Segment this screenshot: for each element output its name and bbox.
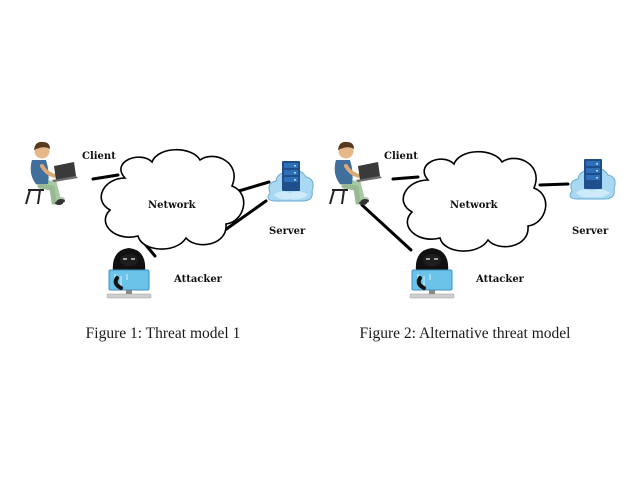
network-label: Network <box>450 200 499 211</box>
server-cloud-icon <box>569 158 616 200</box>
network-server-link-lower <box>223 199 268 232</box>
server-label: Server <box>269 226 306 237</box>
hooded-hacker-icon <box>105 246 153 300</box>
network-cloud <box>100 149 245 250</box>
client-attacker-link <box>360 203 413 252</box>
figure-2-caption: Figure 2: Alternative threat model <box>360 325 571 342</box>
client-label: Client <box>384 151 418 162</box>
figure-1-caption: Figure 1: Threat model 1 <box>86 325 241 342</box>
client-network-link <box>91 173 120 181</box>
figure-1: Client Network Server Attacker Figure 1:… <box>26 142 314 342</box>
client-network-link <box>391 175 420 181</box>
network-server-link <box>538 182 570 187</box>
attacker-label: Attacker <box>173 274 223 285</box>
attacker-label: Attacker <box>475 274 525 285</box>
figure-2: Client Network Server Attacker Figure 2:… <box>330 142 616 342</box>
server-label: Server <box>572 226 609 237</box>
server-cloud-icon <box>267 160 314 202</box>
network-cloud <box>402 151 547 252</box>
person-with-laptop-icon <box>26 142 78 205</box>
client-label: Client <box>82 151 116 162</box>
hooded-hacker-icon <box>408 246 456 300</box>
network-label: Network <box>148 200 197 211</box>
person-with-laptop-icon <box>330 142 382 205</box>
